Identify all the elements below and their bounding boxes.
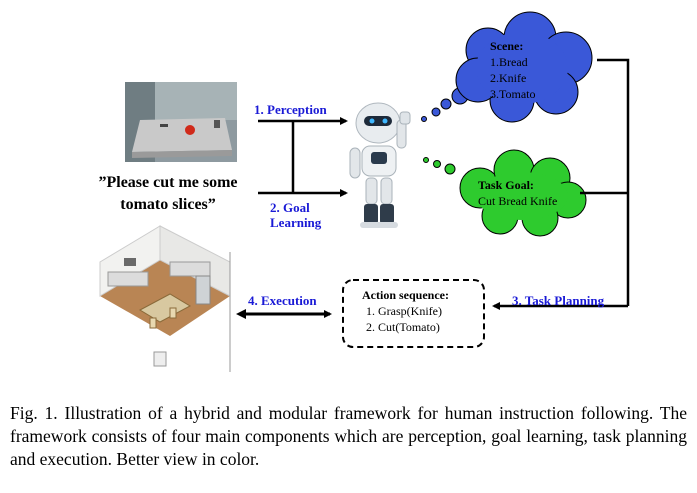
goal-learning-label-line1: 2. Goal: [270, 200, 310, 215]
goal-cloud-text: Task Goal: Cut Bread Knife: [478, 177, 557, 209]
execution-arrowhead-left: [236, 309, 246, 319]
figure-graphics: [99, 11, 630, 372]
scene-to-planning-line: [597, 58, 630, 306]
goal-thought-bubbles: [423, 157, 456, 175]
scene-item: 3.Tomato: [490, 87, 536, 101]
perception-label: 1. Perception: [254, 102, 327, 117]
task-planning-label: 3. Task Planning: [512, 293, 605, 308]
scene-item: 1.Bread: [490, 55, 528, 69]
goal-title: Task Goal:: [478, 178, 534, 192]
goal-learning-label-line2: Learning: [270, 215, 322, 230]
scene-title: Scene:: [490, 39, 524, 53]
scene-cloud-text: Scene: 1.Bread 2.Knife 3.Tomato: [490, 38, 536, 102]
scene-item: 2.Knife: [490, 71, 527, 85]
instruction-line-1: ”Please cut me some: [98, 174, 238, 191]
action-sequence-box: [342, 279, 485, 348]
action-title: Action sequence:: [362, 288, 449, 302]
scene-cloud: [455, 11, 593, 123]
execution-label: 4. Execution: [248, 293, 317, 308]
scene-photo: [125, 82, 237, 162]
action-item: 2. Cut(Tomato): [366, 320, 440, 334]
goal-text: Cut Bread Knife: [478, 194, 558, 208]
framework-figure: 1. Perception 2. Goal Learning 3. Task P…: [68, 11, 630, 372]
goal-cloud: [459, 149, 587, 237]
action-item: 1. Grasp(Knife): [366, 304, 442, 318]
human-instruction: ”Please cut me some tomato slices”: [68, 172, 268, 216]
kitchen-render: [99, 225, 231, 372]
instruction-line-2: tomato slices”: [120, 196, 216, 213]
robot-figure: [349, 102, 411, 228]
figure-caption: Fig. 1. Illustration of a hybrid and mod…: [10, 403, 687, 469]
action-sequence-text: Action sequence: 1. Grasp(Knife) 2. Cut(…: [362, 287, 449, 335]
